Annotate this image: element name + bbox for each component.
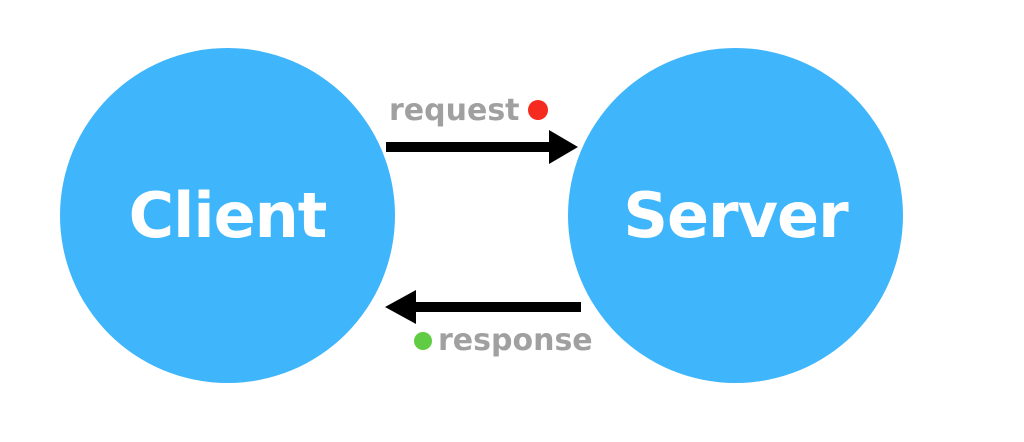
arrow-response-left-icon xyxy=(385,290,581,324)
edge-label-request-text: request xyxy=(389,93,520,128)
green-status-dot-icon xyxy=(414,331,432,350)
node-server-label: Server xyxy=(623,178,848,252)
edge-label-request: request xyxy=(389,96,548,126)
arrow-request-right-icon xyxy=(386,130,578,164)
node-client[interactable]: Client xyxy=(60,48,395,383)
edge-label-response-text: response xyxy=(438,323,593,358)
node-server[interactable]: Server xyxy=(568,48,903,383)
edge-label-response: response xyxy=(414,326,593,356)
red-status-dot-icon xyxy=(527,100,548,120)
node-client-label: Client xyxy=(128,178,328,252)
